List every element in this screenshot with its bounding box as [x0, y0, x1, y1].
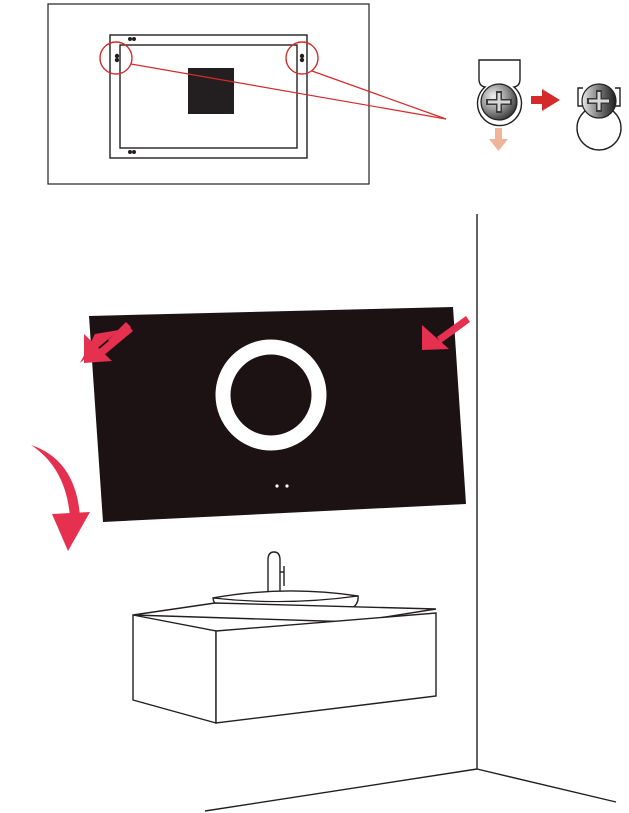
- push-arrow-icon: [422, 316, 470, 350]
- callout-leader-line: [311, 70, 447, 120]
- mirror-back-outer: [109, 34, 308, 159]
- bathroom-scene: [31, 214, 617, 812]
- led-mirror-panel: [89, 307, 466, 522]
- keyhole-bracket-icon: [128, 37, 136, 41]
- led-ring-light: [215, 339, 327, 451]
- keyhole-bracket-icon: [299, 53, 305, 63]
- keyhole-bracket-icon: [114, 53, 120, 63]
- floor-line-right: [476, 768, 617, 803]
- mirror-back-inner: [119, 44, 298, 149]
- faucet: [267, 551, 281, 592]
- circle-callout-icon: [285, 41, 319, 75]
- bracket-detail: [476, 59, 622, 151]
- wall-outline: [47, 3, 370, 185]
- rear-view-panel: [47, 3, 447, 185]
- keyhole-bracket-icon: [128, 150, 136, 154]
- callout-leader-line: [130, 63, 447, 120]
- vanity-cabinet: [132, 602, 437, 724]
- circle-callout-icon: [99, 41, 133, 75]
- push-arrow-icon: [80, 322, 133, 363]
- indicator-dot: [285, 484, 289, 488]
- indicator-dot: [275, 484, 279, 488]
- arrow-down-icon: [489, 128, 508, 151]
- floor-line-left: [204, 768, 478, 812]
- arrow-right-icon: [531, 89, 560, 111]
- curved-arrow-icon: [31, 445, 90, 551]
